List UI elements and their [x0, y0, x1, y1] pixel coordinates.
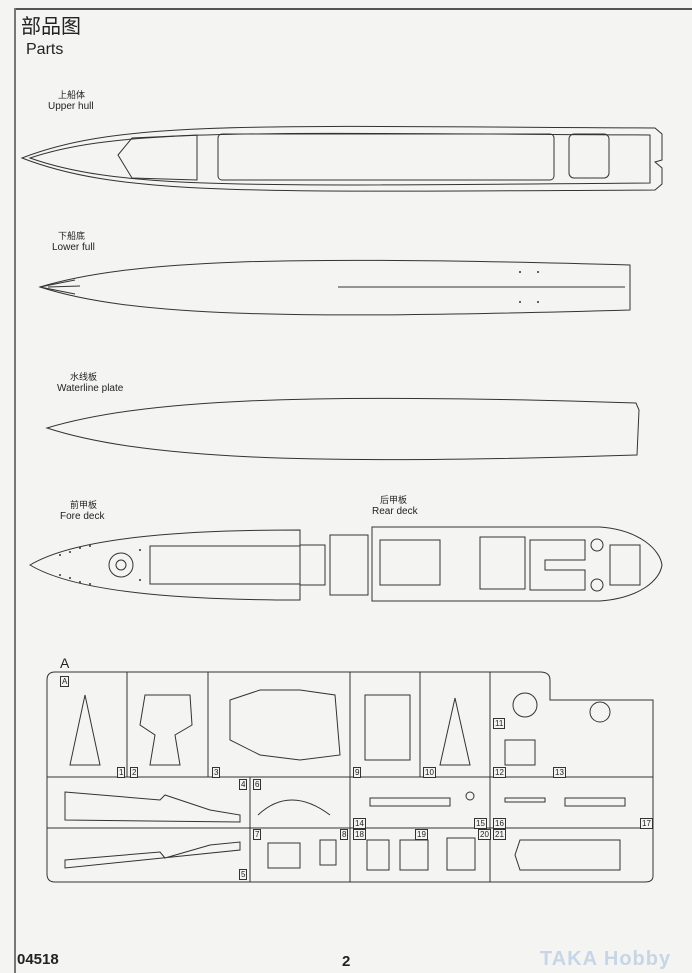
waterline-plate-part — [45, 397, 640, 461]
part-number: 2 — [130, 767, 139, 778]
part-number: 1 — [117, 767, 126, 778]
page-title-cn: 部品图 — [21, 16, 81, 38]
part-number: 7 — [253, 829, 262, 840]
product-code: 04518 — [17, 951, 59, 968]
part-number: 4 — [239, 779, 248, 790]
part-number: 11 — [493, 718, 506, 729]
waterline-label-cn: 水线板 — [70, 372, 98, 382]
sprue-tag: A — [60, 676, 70, 687]
part-number: 17 — [640, 818, 653, 829]
part-number: 13 — [553, 767, 566, 778]
part-number: 21 — [493, 829, 506, 840]
fore-deck-label: Fore deck — [60, 511, 105, 522]
upper-hull-part — [20, 125, 663, 192]
part-number: 15 — [474, 818, 487, 829]
page-title-en: Parts — [26, 41, 64, 58]
sprue-frame — [46, 671, 654, 883]
lower-hull-label: Lower full — [52, 242, 95, 253]
rear-deck-label: Rear deck — [372, 506, 418, 517]
part-number: 14 — [353, 818, 366, 829]
rear-deck-part — [371, 526, 663, 602]
lower-hull-label-cn: 下船底 — [58, 231, 86, 241]
lower-hull-part — [38, 259, 631, 316]
page-number: 2 — [342, 953, 351, 970]
part-number: 20 — [478, 829, 491, 840]
waterline-label: Waterline plate — [57, 383, 124, 394]
part-number: 6 — [253, 779, 262, 790]
part-number: 5 — [239, 869, 248, 880]
part-number: 8 — [340, 829, 349, 840]
sprue-label: A — [60, 655, 70, 671]
fore-deck-label-cn: 前甲板 — [70, 500, 98, 510]
part-number: 3 — [212, 767, 221, 778]
part-number: 12 — [493, 767, 506, 778]
part-number: 19 — [415, 829, 428, 840]
rear-deck-label-cn: 后甲板 — [380, 495, 408, 505]
scan-edge — [14, 8, 692, 10]
part-number: 10 — [423, 767, 436, 778]
upper-hull-label: Upper hull — [48, 101, 94, 112]
part-number: 16 — [493, 818, 506, 829]
fore-deck-part — [29, 529, 369, 601]
part-number: 18 — [353, 829, 366, 840]
upper-hull-label-cn: 上船体 — [58, 90, 86, 100]
scan-edge — [14, 8, 16, 973]
part-number: 9 — [353, 767, 362, 778]
watermark: TAKA Hobby — [540, 948, 672, 970]
